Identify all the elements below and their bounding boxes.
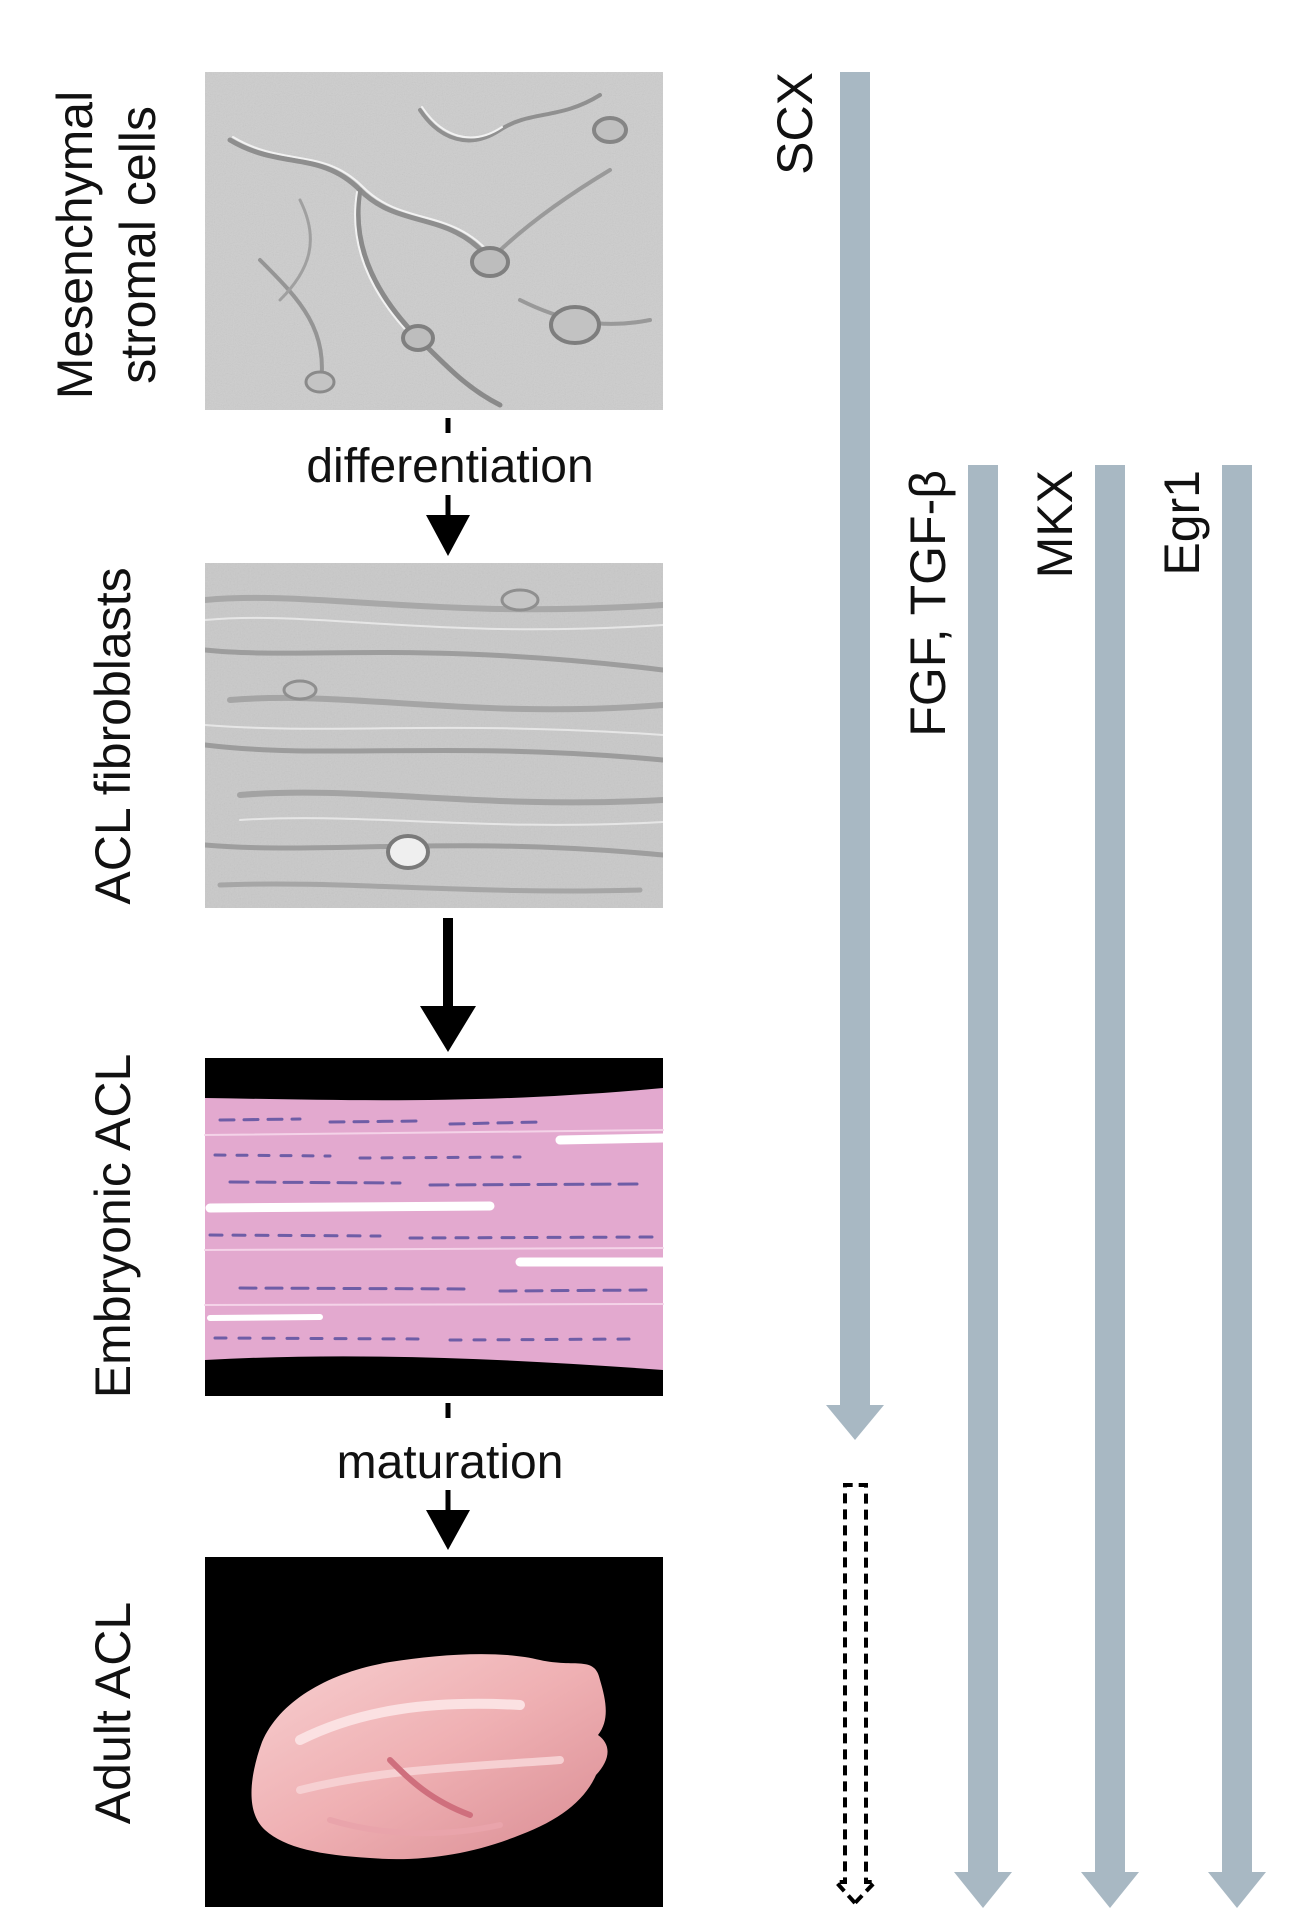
flow-arrow-maturation: [426, 1403, 470, 1550]
stage-label-msc-line1: Mesenchymal: [47, 91, 103, 399]
adult-acl-photo: [205, 1557, 663, 1907]
marker-arrow-mkx: [1081, 465, 1139, 1908]
embryonic-acl-histology: [204, 1058, 668, 1396]
transition-label-maturation: maturation: [337, 1436, 564, 1489]
msc-micrograph: [205, 72, 663, 410]
flow-arrow-differentiation: [426, 418, 470, 556]
transition-label-differentiation: differentiation: [306, 440, 593, 493]
marker-arrow-fgf-tgf: [954, 465, 1012, 1908]
stage-label-fibroblasts: ACL fibroblasts: [85, 567, 141, 904]
stage-label-adult: Adult ACL: [85, 1602, 141, 1824]
marker-label-egr1: Egr1: [1154, 470, 1210, 576]
marker-label-scx: SCX: [767, 72, 823, 175]
stage-label-msc-line2: stromal cells: [110, 106, 166, 384]
marker-arrow-scx: [826, 72, 884, 1440]
stage-label-embryonic: Embryonic ACL: [85, 1054, 141, 1399]
marker-label-fgf-tgf: FGF, TGF-β: [900, 470, 956, 737]
marker-label-mkx: MKX: [1027, 470, 1083, 578]
marker-arrow-scx-continuation: [831, 1483, 880, 1905]
flow-arrow-growth: [420, 918, 476, 1052]
marker-arrow-egr1: [1208, 465, 1266, 1908]
fibroblast-micrograph: [205, 563, 663, 908]
